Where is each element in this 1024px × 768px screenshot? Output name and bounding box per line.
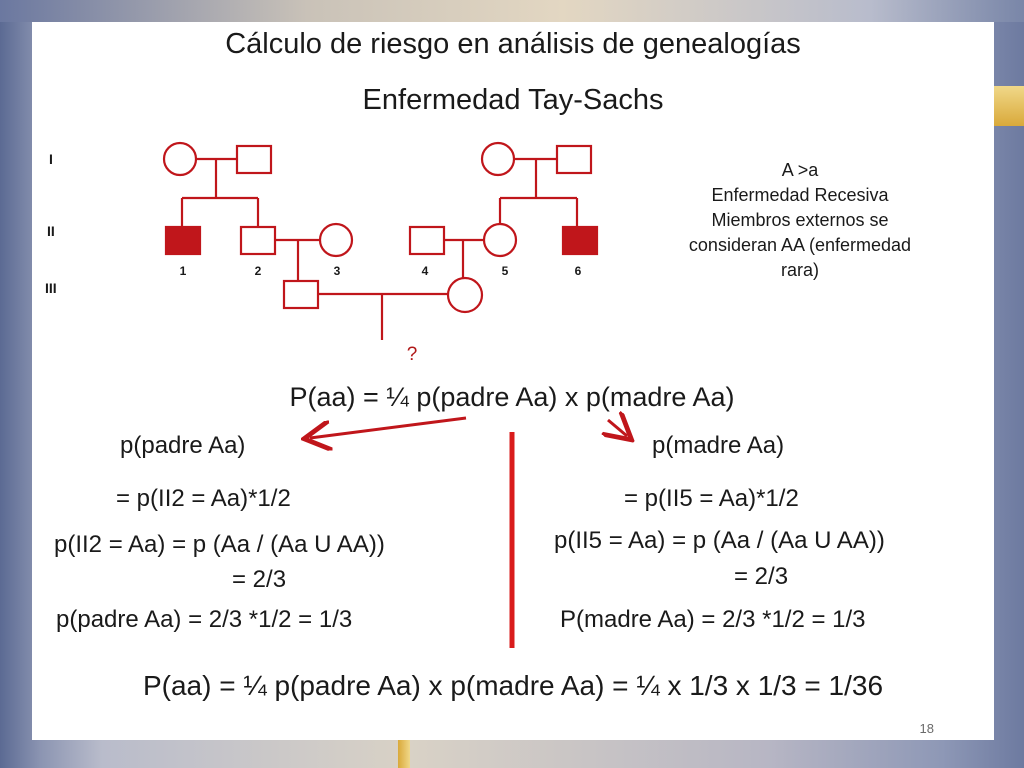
left-line-1: = p(II2 = Aa)*1/2 <box>116 485 291 512</box>
arrow-to-madre <box>608 420 627 436</box>
legend-line: Enfermedad Recesiva <box>711 185 889 205</box>
right-heading: p(madre Aa) <box>652 432 785 459</box>
pedigree-ii-1-affected-male <box>164 225 202 256</box>
individual-number-4: 4 <box>421 264 429 278</box>
pedigree-ii-2-male <box>239 225 277 256</box>
unknown-child-question-mark: ? <box>406 344 418 365</box>
pedigree-male-i-right <box>555 144 593 175</box>
left-heading: p(padre Aa) <box>120 432 246 459</box>
pedigree-female-i-left <box>162 141 198 177</box>
background-streak-gold-right <box>994 86 1024 126</box>
right-line-2: p(II5 = Aa) = p (Aa / (Aa U AA)) <box>554 527 885 554</box>
pedigree-male-i-left <box>235 144 273 175</box>
generation-label-iii: III <box>45 280 57 296</box>
right-line-1: = p(II5 = Aa)*1/2 <box>624 485 799 512</box>
generation-label-i: I <box>49 151 53 167</box>
legend-line: rara) <box>780 260 819 280</box>
legend-line: consideran AA (enfermedad <box>688 235 912 255</box>
background-streak-top <box>0 0 1024 22</box>
slide-title: Cálculo de riesgo en análisis de genealo… <box>225 28 801 60</box>
pedigree-ii-5-female <box>482 222 518 258</box>
legend-line: A >a <box>781 160 819 180</box>
left-line-3: = 2/3 <box>232 566 287 593</box>
pedigree-ii-4-male <box>408 225 446 256</box>
left-line-2: p(II2 = Aa) = p (Aa / (Aa U AA)) <box>54 531 385 558</box>
final-equation: P(aa) = ¼ p(padre Aa) x p(madre Aa) = ¼ … <box>142 670 884 701</box>
pedigree-female-i-right <box>480 141 516 177</box>
individual-number-1: 1 <box>179 264 187 278</box>
pedigree-iii-female <box>446 276 484 314</box>
slide: Cálculo de riesgo en análisis de genealo… <box>32 22 994 740</box>
right-line-4: P(madre Aa) = 2/3 *1/2 = 1/3 <box>560 606 866 633</box>
pedigree-iii-male <box>282 279 320 310</box>
right-line-3: = 2/3 <box>734 563 789 590</box>
pedigree-ii-6-affected-male <box>561 225 599 256</box>
background-streak-gold-bottom <box>398 740 410 768</box>
page-number: 18 <box>919 721 934 736</box>
left-line-4: p(padre Aa) = 2/3 *1/2 = 1/3 <box>56 606 353 633</box>
individual-number-2: 2 <box>254 264 262 278</box>
pedigree-legend: A >a Enfermedad Recesiva Miembros extern… <box>640 158 960 283</box>
pedigree-chart <box>162 141 599 340</box>
individual-number-3: 3 <box>333 264 341 278</box>
arrow-to-padre <box>310 416 467 438</box>
individual-number-5: 5 <box>501 264 509 278</box>
pedigree-ii-3-female <box>318 222 354 258</box>
legend-line: Miembros externos se <box>711 210 889 230</box>
slide-subtitle: Enfermedad Tay-Sachs <box>362 84 664 116</box>
generation-label-ii: II <box>47 223 55 239</box>
main-equation: P(aa) = ¼ p(padre Aa) x p(madre Aa) <box>289 382 735 412</box>
individual-number-6: 6 <box>574 264 582 278</box>
